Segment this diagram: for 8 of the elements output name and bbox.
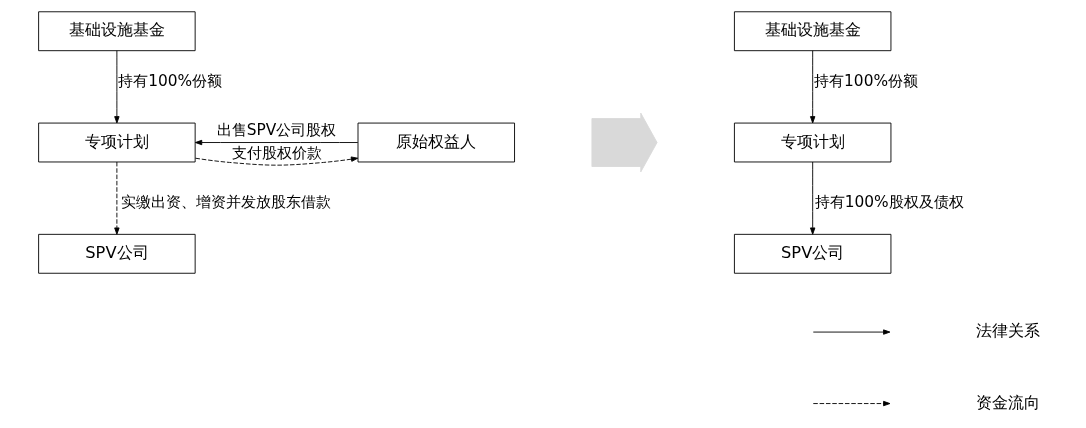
edge-label: 持有100%股权及债权 <box>814 192 964 211</box>
edge-label: 持有100%份额 <box>813 71 918 90</box>
edge-label: 实缴出资、增资并发放股东借款 <box>120 192 331 211</box>
legend-label: 资金流向 <box>975 392 1040 412</box>
legend-label: 法律关系 <box>975 321 1040 341</box>
edge-label: 出售SPV公司股权 <box>216 120 336 139</box>
edge-label: 持有100%份额 <box>117 71 222 90</box>
edge-label: 支付股权价款 <box>231 143 322 162</box>
